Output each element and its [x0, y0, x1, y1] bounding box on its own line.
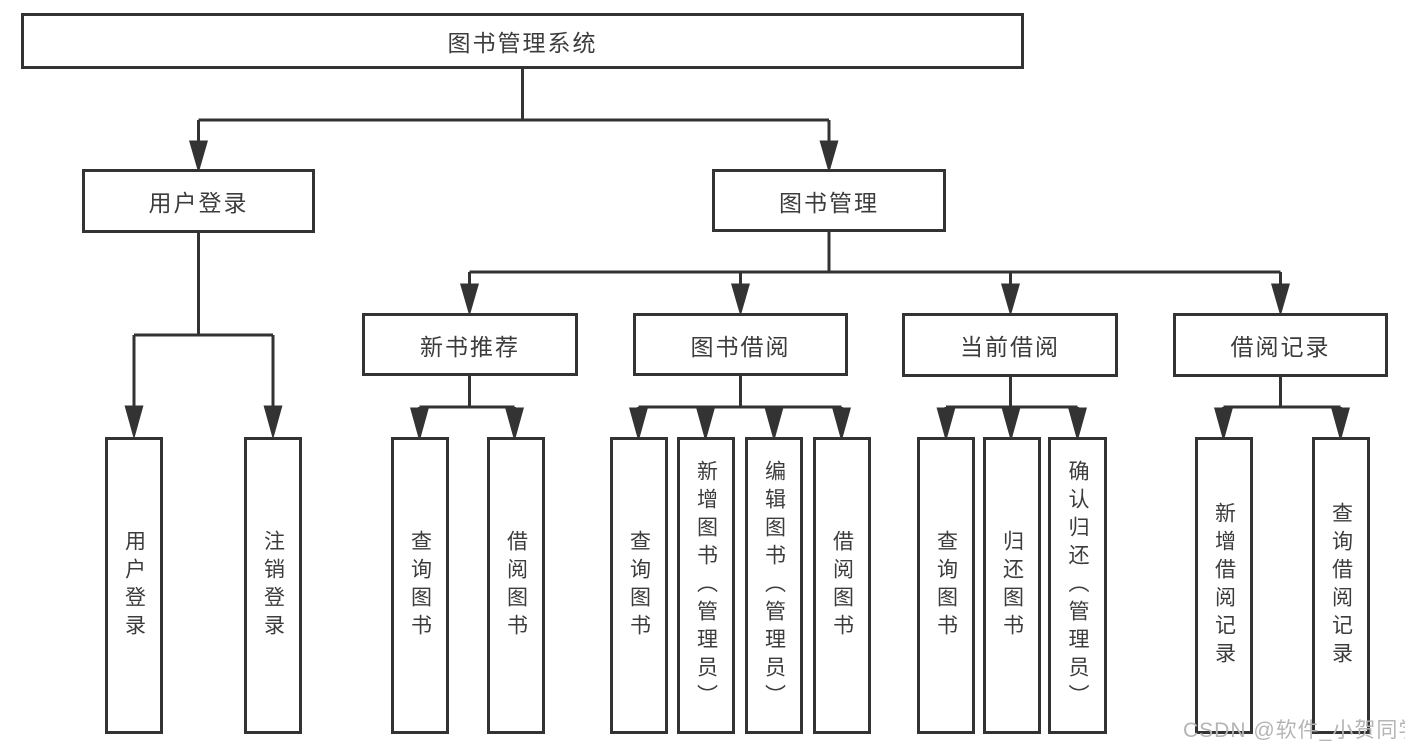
arrow-down-icon — [505, 407, 524, 442]
leaf-current-query-books: 查询图书 — [917, 437, 975, 734]
node-label: 图书借阅 — [690, 333, 791, 360]
arrow-down-icon — [819, 140, 839, 174]
arrow-down-icon — [764, 407, 784, 442]
arrow-down-icon — [410, 407, 429, 442]
leaf-recommend-borrow-books: 借阅图书 — [487, 437, 545, 734]
connector-recommend-to-leaves — [410, 376, 524, 442]
arrow-down-icon — [696, 407, 715, 442]
leaf-borrow-add-books-admin: 新增图书（管理员） — [677, 437, 735, 734]
arrow-down-icon — [936, 407, 956, 442]
leaf-recommend-query-books: 查询图书 — [391, 437, 449, 734]
node-label: 新增图书（管理员） — [694, 459, 718, 712]
node-book-management: 图书管理 — [712, 169, 946, 232]
connector-root-to-level2 — [189, 69, 839, 174]
node-label: 新增借阅记录 — [1212, 501, 1236, 670]
arrow-down-icon — [189, 140, 208, 174]
arrow-down-icon — [629, 407, 648, 442]
arrow-down-icon — [263, 405, 283, 440]
csdn-watermark: CSDN @软件_小贺同学 — [1183, 719, 1405, 742]
node-label: 归还图书 — [1000, 529, 1024, 642]
leaf-borrow-borrow-books: 借阅图书 — [813, 437, 871, 734]
node-label: 图书管理 — [779, 189, 879, 216]
connector-record-to-leaves — [1214, 376, 1350, 442]
node-label: 借阅图书 — [504, 529, 528, 642]
leaf-record-query-borrow-record: 查询借阅记录 — [1312, 437, 1370, 734]
connector-current-to-leaves — [936, 376, 1087, 442]
node-library-management-system: 图书管理系统 — [21, 13, 1024, 69]
node-label: 查询图书 — [408, 529, 432, 642]
node-label: 借阅记录 — [1230, 334, 1331, 360]
node-label: 查询图书 — [934, 529, 958, 642]
leaf-logout: 注销登录 — [244, 437, 302, 734]
arrow-down-icon — [1331, 407, 1350, 442]
arrow-down-icon — [124, 405, 144, 440]
connector-user-login-to-leaves — [124, 233, 283, 440]
node-label: 查询图书 — [627, 529, 651, 642]
connector-borrow-to-leaves — [629, 376, 851, 442]
node-label: 新书推荐 — [420, 333, 520, 360]
node-label: 编辑图书（管理员） — [762, 459, 786, 712]
arrow-down-icon — [1068, 407, 1087, 442]
arrow-down-icon — [1001, 407, 1021, 442]
node-new-book-recommend: 新书推荐 — [362, 313, 578, 376]
arrow-down-icon — [1001, 283, 1020, 317]
arrow-down-icon — [1214, 407, 1233, 442]
leaf-record-add-borrow-record: 新增借阅记录 — [1195, 437, 1253, 734]
node-book-borrowing: 图书借阅 — [633, 313, 848, 376]
arrow-down-icon — [731, 283, 750, 317]
node-label: 确认归还（管理员） — [1066, 459, 1089, 712]
connector-book-management-to-level3 — [460, 232, 1290, 317]
arrow-down-icon — [1271, 283, 1290, 317]
arrow-down-icon — [832, 407, 851, 442]
node-user-login: 用户登录 — [82, 169, 315, 233]
node-label: 注销登录 — [261, 529, 285, 642]
leaf-current-return-books: 归还图书 — [983, 437, 1041, 734]
node-label: 借阅图书 — [830, 529, 854, 642]
leaf-borrow-query-books: 查询图书 — [610, 437, 668, 734]
leaf-current-confirm-return-admin: 确认归还（管理员） — [1048, 437, 1107, 734]
node-label: 用户登录 — [148, 190, 249, 216]
node-borrowing-records: 借阅记录 — [1173, 313, 1388, 377]
leaf-user-login: 用户登录 — [105, 437, 163, 734]
node-label: 当前借阅 — [960, 334, 1060, 360]
node-current-borrowing: 当前借阅 — [902, 313, 1118, 377]
node-label: 用户登录 — [122, 529, 146, 642]
arrow-down-icon — [460, 283, 479, 317]
node-label: 查询借阅记录 — [1329, 501, 1353, 670]
node-label: 图书管理系统 — [447, 30, 598, 56]
leaf-borrow-edit-books-admin: 编辑图书（管理员） — [745, 437, 803, 734]
